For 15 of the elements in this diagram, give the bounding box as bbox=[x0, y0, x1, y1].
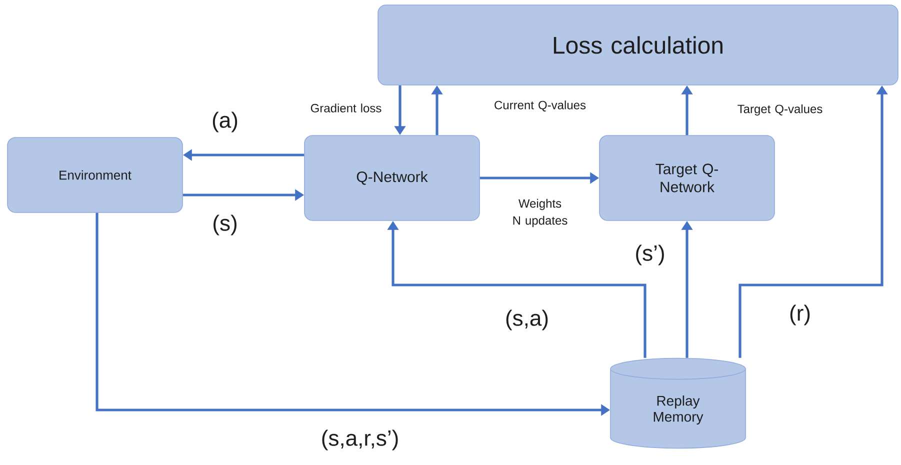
edge-label: (s’) bbox=[636, 244, 664, 266]
process-box: Q-Network bbox=[304, 135, 480, 221]
edge-label: (a) bbox=[212, 112, 238, 132]
process-box: Environment bbox=[7, 137, 183, 213]
process-box: Loss calculation bbox=[378, 4, 898, 86]
edge-label: (s,a,r,s’) bbox=[322, 430, 398, 450]
database-cylinder: Replay Memory bbox=[610, 358, 746, 449]
edge-label: (s) bbox=[214, 214, 236, 236]
process-box: Target Q-Network bbox=[599, 135, 775, 221]
edge-label: Current Q-values bbox=[494, 100, 586, 112]
edge-label: (r) bbox=[790, 304, 810, 326]
edge-label: Weights N updates bbox=[513, 198, 568, 228]
edge-label: (s,a) bbox=[506, 310, 548, 330]
edge-label: Gradient loss bbox=[310, 104, 382, 112]
edge-label: Target Q-values bbox=[738, 104, 822, 116]
